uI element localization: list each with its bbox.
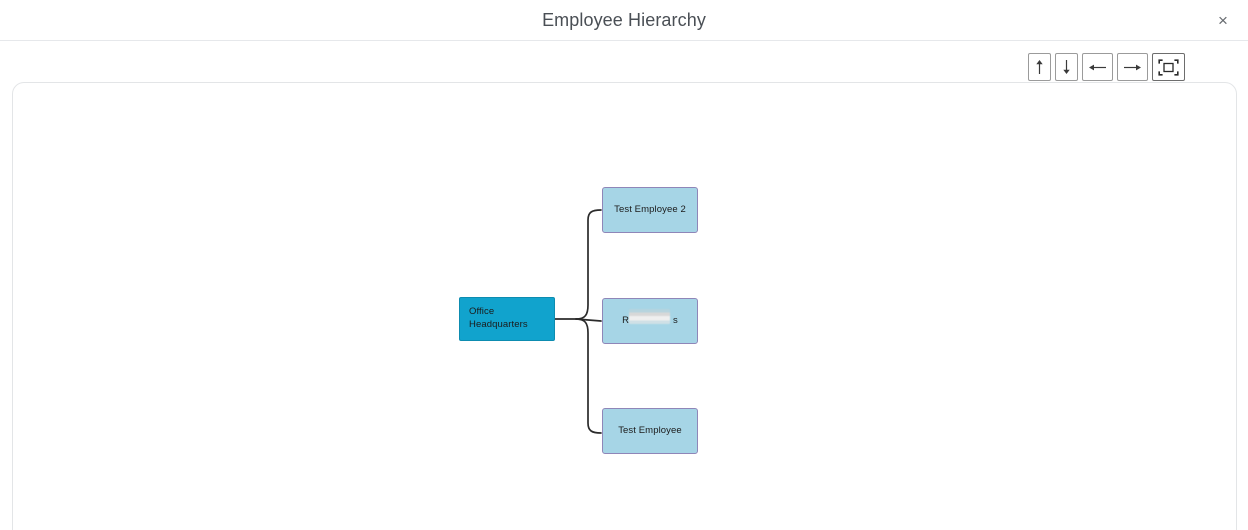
node-child-1-label-suffix: s (673, 314, 678, 326)
scroll-down-button[interactable] (1055, 53, 1078, 81)
diagram-toolbar (1028, 53, 1185, 81)
page-title: Employee Hierarchy (542, 10, 706, 30)
scroll-left-button[interactable] (1082, 53, 1113, 81)
node-child-1-label-prefix: R (622, 314, 630, 326)
node-root[interactable]: Office Headquarters (459, 297, 555, 341)
redaction-bar-icon (629, 308, 671, 324)
arrow-left-icon (1088, 62, 1107, 73)
dialog-header: Employee Hierarchy × (0, 0, 1248, 41)
node-root-label-line1: Office (469, 306, 495, 318)
node-child-0[interactable]: Test Employee 2 (602, 187, 698, 233)
node-root-label: Office Headquarters (469, 306, 545, 332)
connector-to-child-0 (575, 209, 602, 320)
node-child-0-label: Test Employee 2 (614, 203, 686, 215)
connector-layer (555, 209, 602, 434)
fit-to-screen-button[interactable] (1152, 53, 1185, 81)
fit-screen-icon (1158, 58, 1179, 76)
close-icon[interactable]: × (1208, 6, 1238, 34)
node-root-label-line2: Headquarters (469, 319, 528, 330)
scroll-right-button[interactable] (1117, 53, 1148, 81)
scroll-up-button[interactable] (1028, 53, 1051, 81)
node-child-2-label: Test Employee (618, 424, 682, 436)
connector-to-child-2 (575, 318, 602, 434)
arrow-down-icon (1061, 59, 1072, 75)
arrow-right-icon (1123, 62, 1142, 73)
arrow-up-icon (1034, 59, 1045, 75)
node-child-2[interactable]: Test Employee (602, 408, 698, 454)
